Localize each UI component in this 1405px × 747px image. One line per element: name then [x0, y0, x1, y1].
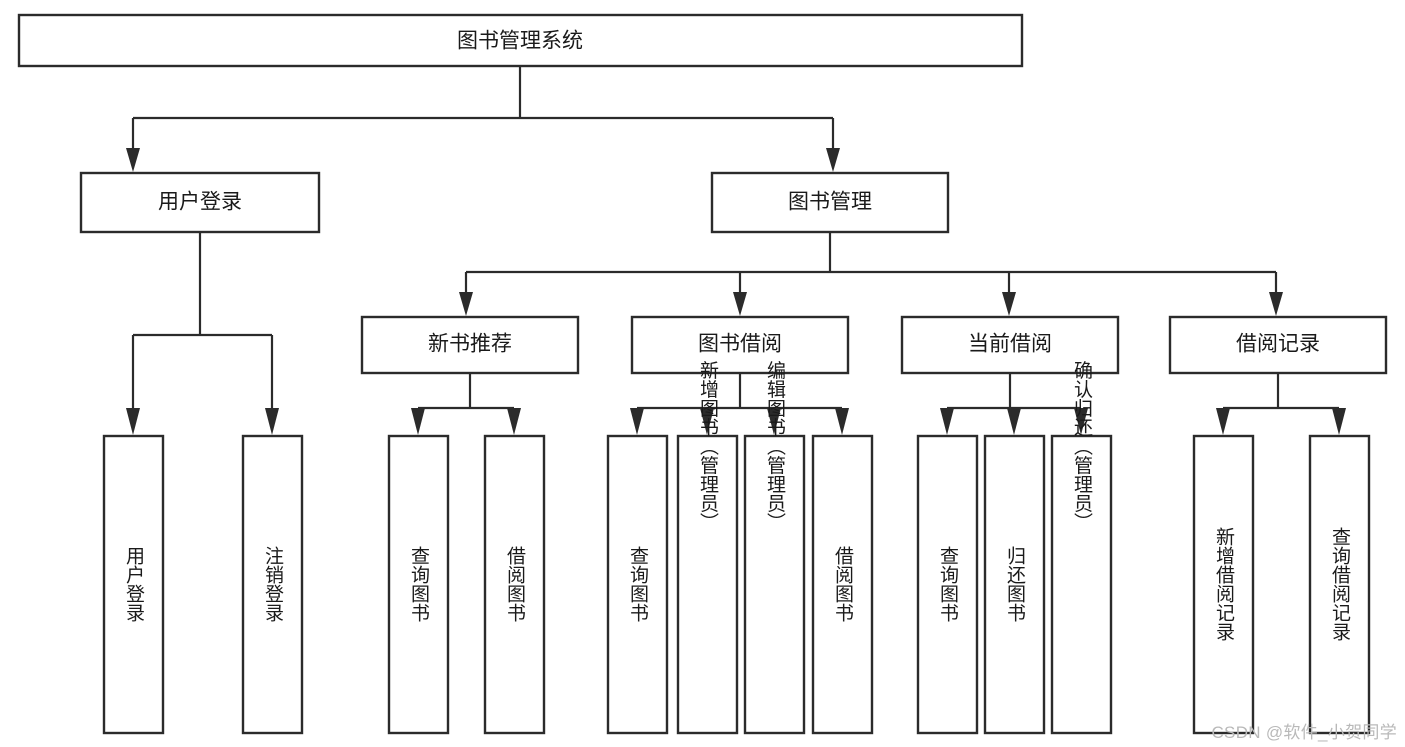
node-leaf-logout[interactable]: 注销登录 — [241, 434, 304, 735]
node-leaf-label: 查询图书 — [408, 546, 430, 622]
node-book-borrow-label: 图书借阅 — [698, 333, 782, 356]
node-leaf-box[interactable] — [1192, 434, 1255, 735]
arrow-head-icon — [940, 408, 954, 435]
node-leaf-label: 查询图书 — [627, 546, 649, 622]
arrow-head-icon — [1002, 292, 1016, 316]
node-leaf-label: 查询借阅记录 — [1329, 527, 1351, 641]
node-leaf-label: 新增借阅记录 — [1213, 527, 1235, 641]
node-leaf-add-borrow-record[interactable]: 新增借阅记录 — [1192, 434, 1255, 735]
node-book-management-box[interactable] — [710, 171, 950, 234]
node-leaf-label: 用户登录 — [123, 546, 145, 622]
node-book-borrow-box[interactable] — [630, 315, 850, 375]
arrow-head-icon — [733, 292, 747, 316]
node-leaf-box[interactable] — [983, 434, 1046, 735]
arrow-head-icon — [1332, 408, 1346, 435]
node-book-management[interactable]: 图书管理 — [710, 171, 950, 234]
node-leaf-box[interactable] — [1308, 434, 1371, 735]
node-leaf-borrow-book-newbook[interactable]: 借阅图书 — [483, 434, 546, 735]
node-leaf-query-borrow-record[interactable]: 查询借阅记录 — [1308, 434, 1371, 735]
node-leaf-label: 借阅图书 — [832, 546, 854, 622]
arrow-head-icon — [700, 408, 714, 435]
node-leaf-box[interactable] — [676, 434, 739, 735]
arrow-head-icon — [507, 408, 521, 435]
arrow-head-icon — [1007, 408, 1021, 435]
arrow-head-icon — [126, 148, 140, 172]
node-leaf-user-login[interactable]: 用户登录 — [102, 434, 165, 735]
node-leaf-confirm-return-admin[interactable]: 确认归还（管理员） — [1050, 360, 1113, 735]
node-leaf-label: 编辑图书（管理员） — [764, 360, 786, 531]
node-leaf-label: 查询图书 — [937, 546, 959, 622]
node-new-book-recommend-label: 新书推荐 — [428, 333, 512, 356]
node-new-book-recommend[interactable]: 新书推荐 — [360, 315, 580, 375]
arrow-head-icon — [767, 408, 781, 435]
arrow-head-icon — [826, 148, 840, 172]
node-book-borrow[interactable]: 图书借阅 — [630, 315, 850, 375]
arrow-head-icon — [1074, 408, 1088, 435]
node-leaf-box[interactable] — [1050, 434, 1113, 735]
node-leaf-box[interactable] — [743, 434, 806, 735]
arrow-head-icon — [265, 408, 279, 435]
node-user-login-label: 用户登录 — [158, 191, 242, 214]
arrow-head-icon — [459, 292, 473, 316]
node-current-borrow[interactable]: 当前借阅 — [900, 315, 1120, 375]
node-book-management-label: 图书管理 — [788, 191, 872, 214]
node-new-book-recommend-box[interactable] — [360, 315, 580, 375]
node-current-borrow-box[interactable] — [900, 315, 1120, 375]
arrow-head-icon — [411, 408, 425, 435]
arrow-head-icon — [1216, 408, 1230, 435]
arrow-head-icon — [835, 408, 849, 435]
node-root[interactable]: 图书管理系统 — [17, 13, 1024, 68]
node-leaf-borrow-book-borrow[interactable]: 借阅图书 — [811, 434, 874, 735]
node-leaf-query-book-borrow[interactable]: 查询图书 — [606, 434, 669, 735]
node-root-label: 图书管理系统 — [457, 30, 583, 53]
arrow-head-icon — [126, 408, 140, 435]
node-leaf-box[interactable] — [811, 434, 874, 735]
node-user-login[interactable]: 用户登录 — [79, 171, 321, 234]
node-leaf-box[interactable] — [387, 434, 450, 735]
node-borrow-record[interactable]: 借阅记录 — [1168, 315, 1388, 375]
node-current-borrow-label: 当前借阅 — [968, 333, 1052, 356]
node-leaf-add-book-admin[interactable]: 新增图书（管理员） — [676, 360, 739, 735]
arrow-head-icon — [630, 408, 644, 435]
node-leaf-box[interactable] — [241, 434, 304, 735]
node-leaf-label: 新增图书（管理员） — [697, 360, 719, 531]
node-leaf-label: 注销登录 — [262, 546, 284, 622]
node-leaf-query-book-current[interactable]: 查询图书 — [916, 434, 979, 735]
node-user-login-box[interactable] — [79, 171, 321, 234]
node-leaf-box[interactable] — [916, 434, 979, 735]
node-leaf-box[interactable] — [606, 434, 669, 735]
node-root-box[interactable] — [17, 13, 1024, 68]
node-leaf-box[interactable] — [483, 434, 546, 735]
node-borrow-record-label: 借阅记录 — [1236, 333, 1320, 356]
node-borrow-record-box[interactable] — [1168, 315, 1388, 375]
node-leaf-box[interactable] — [102, 434, 165, 735]
node-leaf-label: 借阅图书 — [504, 546, 526, 622]
node-leaf-query-book-newbook[interactable]: 查询图书 — [387, 434, 450, 735]
connector-group — [126, 66, 1346, 435]
node-leaf-return-book[interactable]: 归还图书 — [983, 434, 1046, 735]
node-leaf-label: 归还图书 — [1004, 546, 1026, 622]
arrow-head-icon — [1269, 292, 1283, 316]
node-leaf-label: 确认归还（管理员） — [1071, 360, 1093, 531]
node-leaf-edit-book-admin[interactable]: 编辑图书（管理员） — [743, 360, 806, 735]
